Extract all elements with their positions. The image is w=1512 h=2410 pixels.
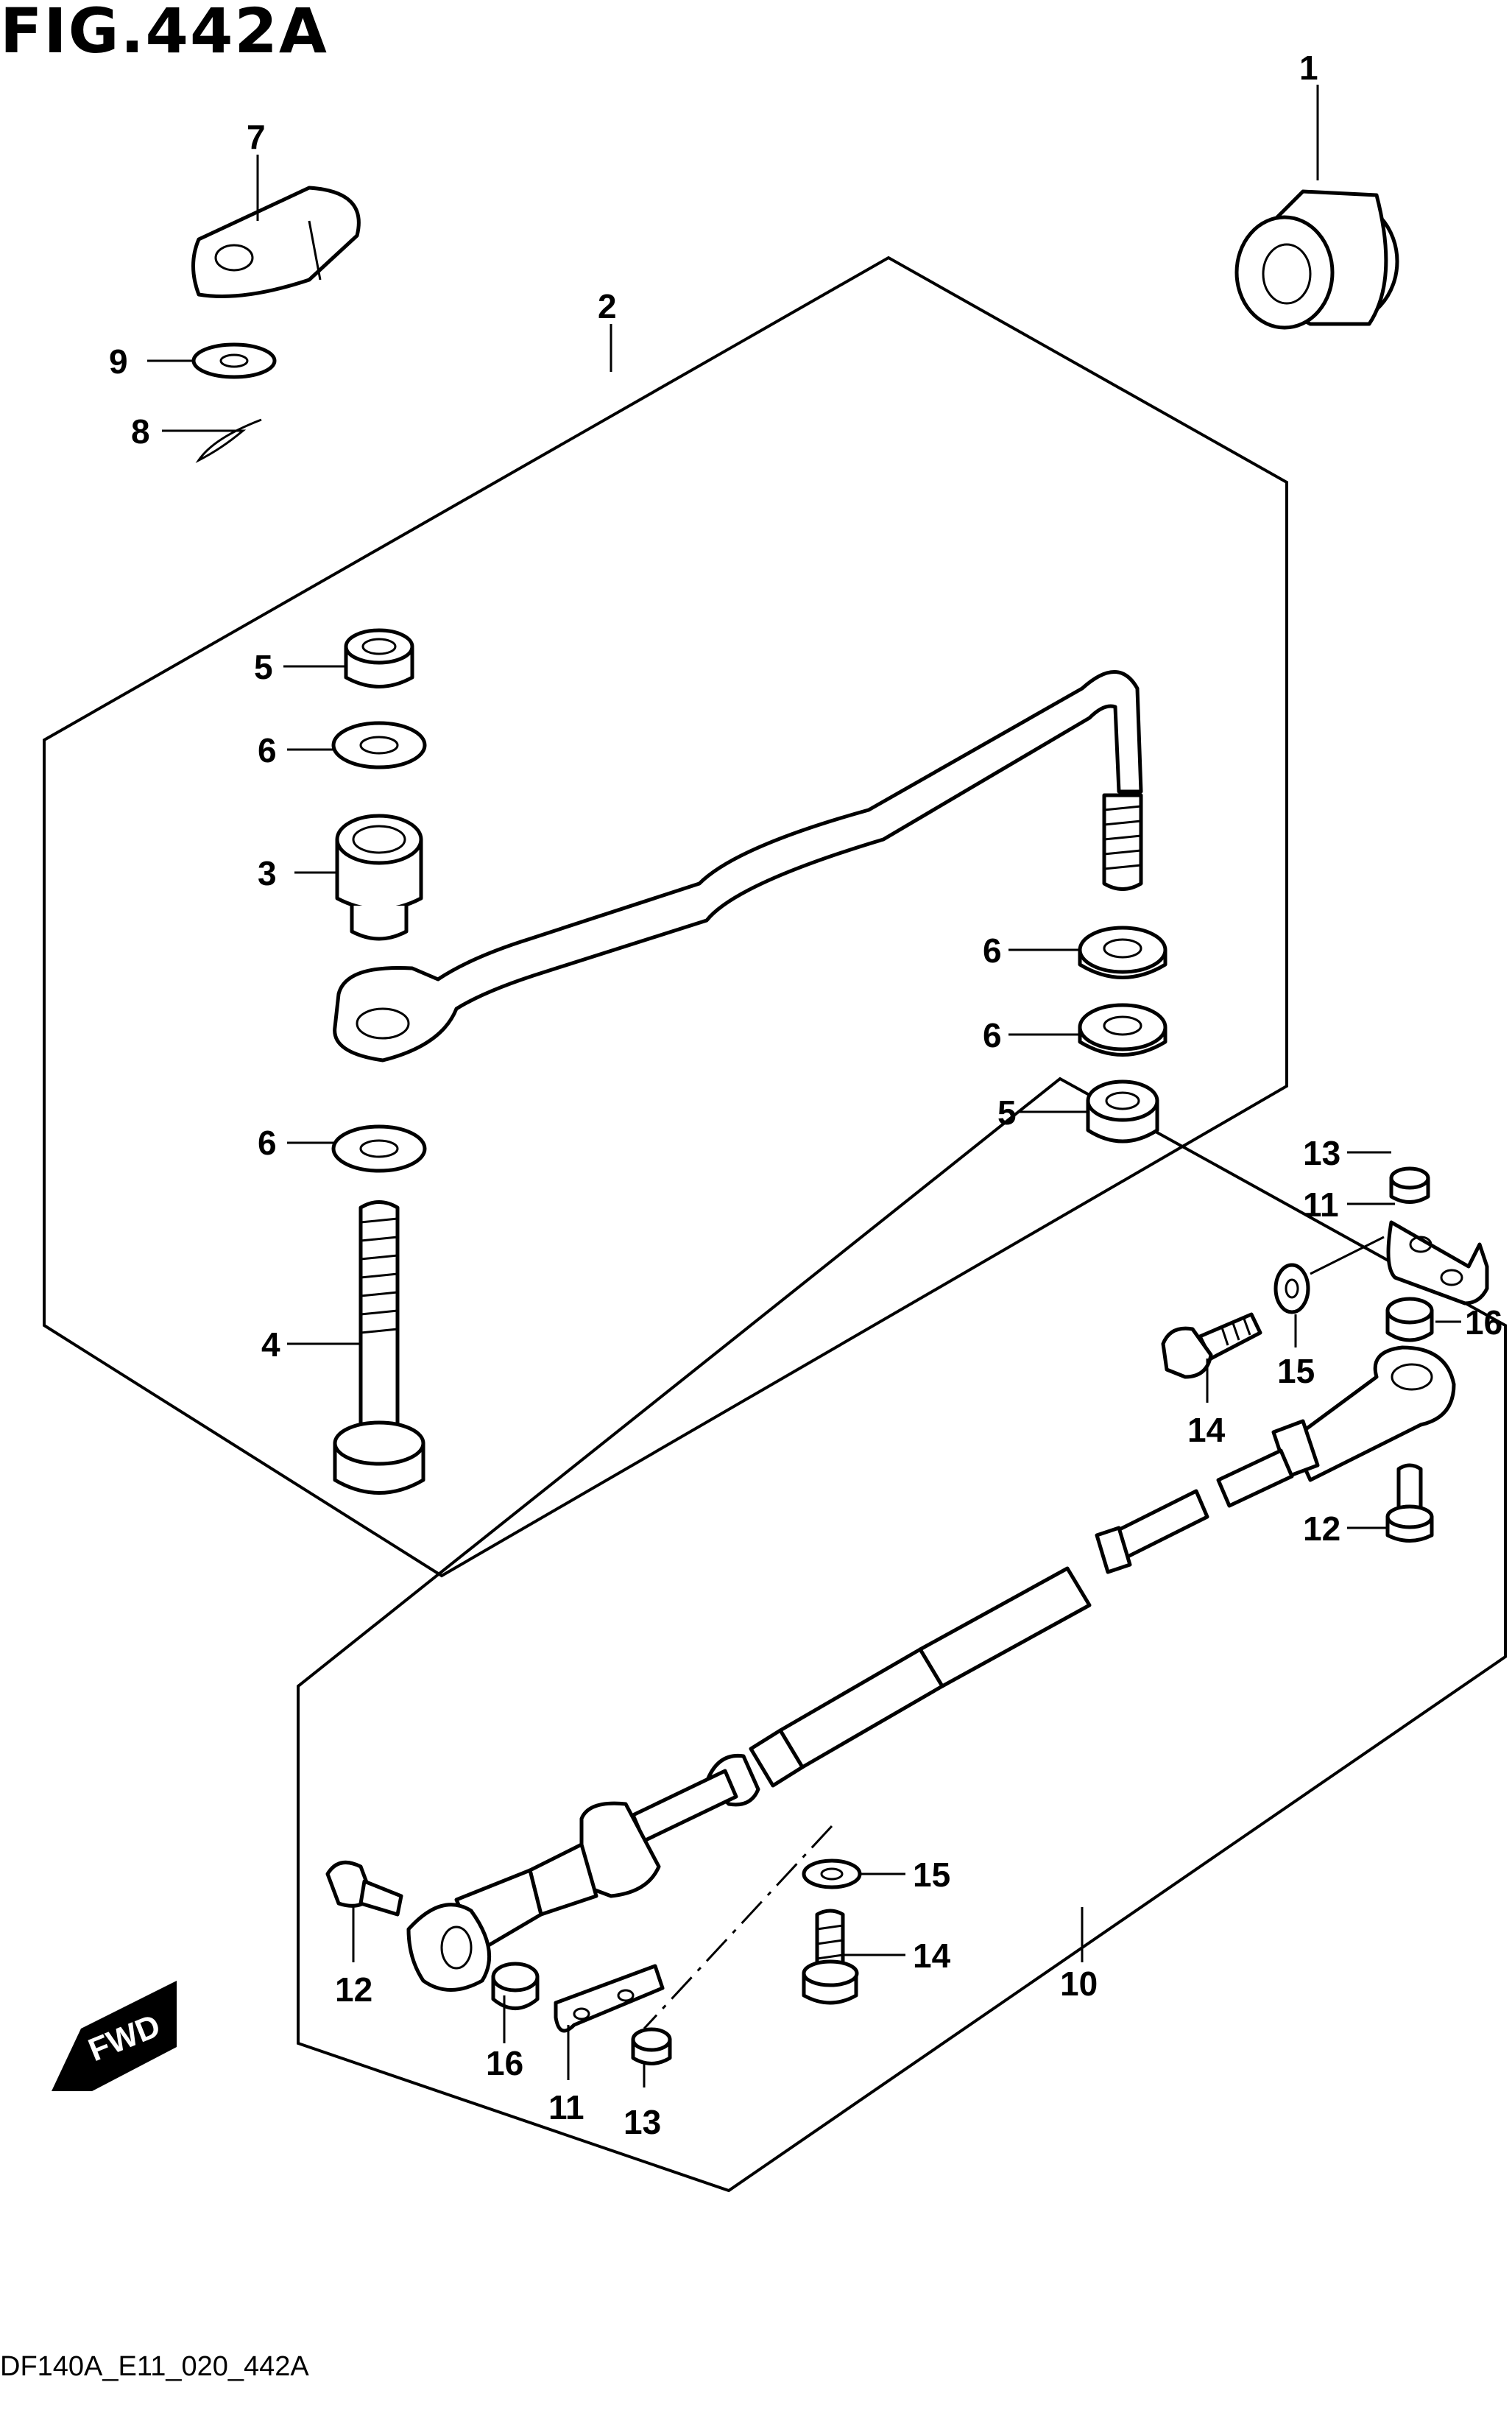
leader-lines xyxy=(147,85,1461,2087)
bracket-11-lower xyxy=(554,1964,665,2033)
washer-6-right-1 xyxy=(1078,926,1167,979)
callout-11a: 11 xyxy=(1303,1185,1339,1224)
callout-15a: 15 xyxy=(1277,1352,1315,1390)
bolt-14-upper xyxy=(1161,1312,1262,1379)
nut-13-lower xyxy=(631,2027,672,2065)
collar-3 xyxy=(335,814,423,941)
callout-6d: 6 xyxy=(258,1124,277,1162)
rod-2 xyxy=(333,670,1143,1063)
callout-6b: 6 xyxy=(983,931,1002,970)
callout-5b: 5 xyxy=(997,1093,1017,1132)
washer-15-lower xyxy=(802,1858,862,1889)
bracket-11-upper xyxy=(1386,1220,1489,1306)
callout-2: 2 xyxy=(598,287,617,325)
callout-13b: 13 xyxy=(623,2103,661,2141)
callout-7: 7 xyxy=(247,118,266,156)
lever-7 xyxy=(191,186,361,298)
callout-10: 10 xyxy=(1060,1965,1098,2003)
bushing-1 xyxy=(1234,189,1399,330)
alignment-line xyxy=(643,1825,833,2030)
bolt-14-lower xyxy=(802,1909,859,2005)
group-box-10 xyxy=(297,1077,1507,2193)
callout-11b: 11 xyxy=(548,2088,584,2127)
callout-5a: 5 xyxy=(254,648,273,686)
callout-12b: 12 xyxy=(335,1970,372,2009)
nut-5-right xyxy=(1086,1079,1159,1144)
callout-14a: 14 xyxy=(1187,1411,1226,1449)
washer-6-right-2 xyxy=(1078,1003,1167,1057)
callout-6a: 6 xyxy=(258,731,277,769)
callout-15b: 15 xyxy=(913,1856,950,1894)
callout-14b: 14 xyxy=(913,1937,951,1975)
callout-16b: 16 xyxy=(486,2044,523,2082)
callout-13a: 13 xyxy=(1303,1134,1340,1172)
washer-15-upper xyxy=(1273,1263,1310,1314)
nut-5-top xyxy=(344,628,414,688)
group-box-2 xyxy=(43,256,1288,1578)
spacer-16-upper xyxy=(1385,1297,1434,1342)
nut-13-upper xyxy=(1389,1166,1430,1204)
callouts: 1 2 3 4 5 5 6 6 6 6 7 8 9 10 11 11 12 12… xyxy=(109,49,1502,2141)
washer-9 xyxy=(191,342,277,379)
spacer-16-lower xyxy=(491,1962,540,2010)
cable-10 xyxy=(406,1345,1456,1992)
bolt-12-lower xyxy=(325,1860,403,1917)
figure-title: FIG.442A xyxy=(0,0,328,67)
callout-8: 8 xyxy=(131,412,150,451)
figure-footer-code: DF140A_E11_020_442A xyxy=(0,2351,309,2382)
callout-4: 4 xyxy=(261,1325,280,1364)
callout-12a: 12 xyxy=(1303,1509,1340,1548)
washer-6-upper xyxy=(331,721,427,769)
bolt-4 xyxy=(333,1200,425,1495)
fwd-direction-badge: FWD xyxy=(52,1981,177,2091)
callout-9: 9 xyxy=(109,342,128,381)
cotter-pin-8 xyxy=(195,418,262,463)
bolt-12-upper xyxy=(1385,1463,1434,1543)
callout-6c: 6 xyxy=(983,1016,1002,1054)
callout-3: 3 xyxy=(258,854,277,892)
washer-6-lower xyxy=(331,1124,427,1173)
callout-1: 1 xyxy=(1299,49,1318,87)
callout-16a: 16 xyxy=(1465,1303,1502,1342)
